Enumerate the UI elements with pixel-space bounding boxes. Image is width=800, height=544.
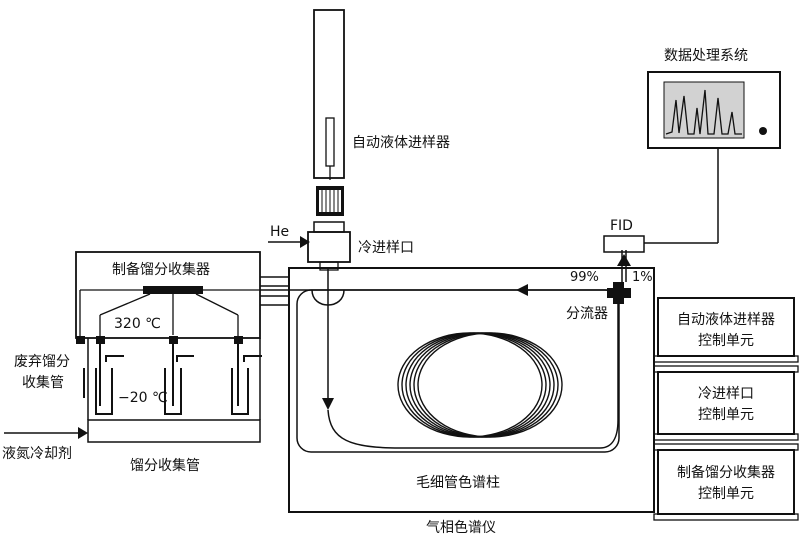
label-autosampler: 自动液体进样器 [352,135,450,151]
collection-tube [231,344,262,415]
data-system-monitor [647,71,781,149]
label-fid: FID [610,218,633,234]
control-unit-line2: 控制单元 [698,333,754,349]
cold-inlet [268,221,351,271]
collection-tube [164,344,194,415]
fid-detector [603,148,719,253]
labels: 自动液体进样器 数据处理系统 He 冷进样口 FID 制备馏分收集器 99% 1… [2,48,748,536]
label-temp-cold: −20 ℃ [118,390,168,406]
flow-arrow-up [617,254,631,266]
label-waste-tube: 收集管 [22,374,64,391]
splitter [607,250,631,304]
autosampler [313,9,345,216]
he-arrow [300,236,310,248]
label-gc: 气相色谱仪 [426,519,496,536]
label-capillary-column: 毛细管色谱柱 [416,474,500,491]
flow-arrow-down [322,398,334,410]
label-temp-hot: 320 ℃ [114,316,161,332]
control-unit-line2: 控制单元 [698,407,754,423]
collection-tubes [83,344,262,415]
label-cold-inlet: 冷进样口 [358,240,414,256]
label-split-1: 1% [632,270,653,285]
label-split-99: 99% [570,270,599,285]
control-units: 自动液体进样器 控制单元 冷进样口 控制单元 制备馏分收集器 控制单元 [653,297,799,521]
column-flow-path [260,268,619,449]
control-unit-line1: 自动液体进样器 [677,312,775,328]
ln2-arrow [78,427,88,439]
control-unit-line2: 控制单元 [698,486,754,502]
collection-tube [83,344,124,415]
control-unit-line1: 制备馏分收集器 [677,464,775,481]
prep-fraction-collector [75,251,261,443]
ln2-inlet [4,427,88,439]
label-ln2-coolant: 液氮冷却剂 [2,446,72,462]
label-he: He [270,224,289,240]
label-data-system: 数据处理系统 [664,48,748,64]
capillary-column-coil [397,332,563,438]
label-waste-fraction: 废弃馏分 [14,354,70,370]
label-fraction-tube: 馏分收集管 [130,457,200,474]
flow-arrow-left [516,284,528,296]
label-prep-collector: 制备馏分收集器 [112,261,210,278]
label-splitter: 分流器 [566,306,608,322]
control-unit-cold-inlet: 冷进样口 控制单元 [653,365,799,441]
control-unit-line1: 冷进样口 [698,386,754,402]
control-unit-autosampler: 自动液体进样器 控制单元 [653,297,799,363]
control-unit-prep-collector: 制备馏分收集器 控制单元 [653,443,799,521]
